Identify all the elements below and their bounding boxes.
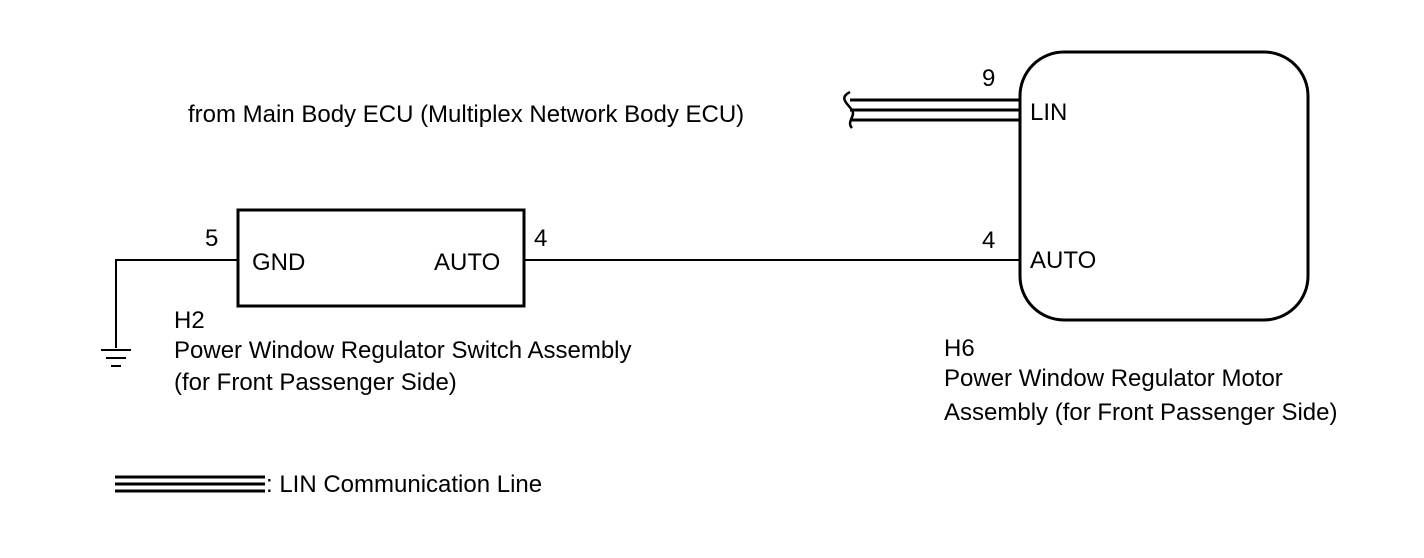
motor-lin-pin-number: 9: [982, 65, 995, 92]
ground-icon: [101, 349, 131, 367]
switch-assembly-code: H2: [174, 307, 205, 334]
motor-lin-pin-label: LIN: [1030, 99, 1067, 126]
motor-assembly-name-line2: Assembly (for Front Passenger Side): [944, 399, 1337, 426]
switch-gnd-pin-label: GND: [252, 249, 305, 276]
source-ecu-label: from Main Body ECU (Multiplex Network Bo…: [188, 101, 744, 128]
switch-assembly-box: [236, 208, 526, 308]
legend-lin-line-icon: [115, 475, 265, 493]
motor-auto-pin-label: AUTO: [1030, 247, 1096, 274]
switch-assembly-name-line2: (for Front Passenger Side): [174, 369, 457, 396]
motor-auto-pin-number: 4: [982, 227, 995, 254]
switch-auto-pin-label: AUTO: [434, 249, 500, 276]
switch-gnd-pin-number: 5: [205, 225, 218, 252]
motor-assembly-code: H6: [944, 335, 975, 362]
switch-auto-pin-number: 4: [534, 225, 547, 252]
lin-communication-wire: [850, 98, 1020, 122]
wire-break-icon: [843, 90, 855, 129]
switch-assembly-name-line1: Power Window Regulator Switch Assembly: [174, 337, 632, 364]
ground-wire: [115, 259, 238, 348]
motor-assembly-box: [1018, 50, 1310, 322]
motor-assembly-name-line1: Power Window Regulator Motor: [944, 365, 1283, 392]
legend-label: : LIN Communication Line: [266, 471, 542, 498]
